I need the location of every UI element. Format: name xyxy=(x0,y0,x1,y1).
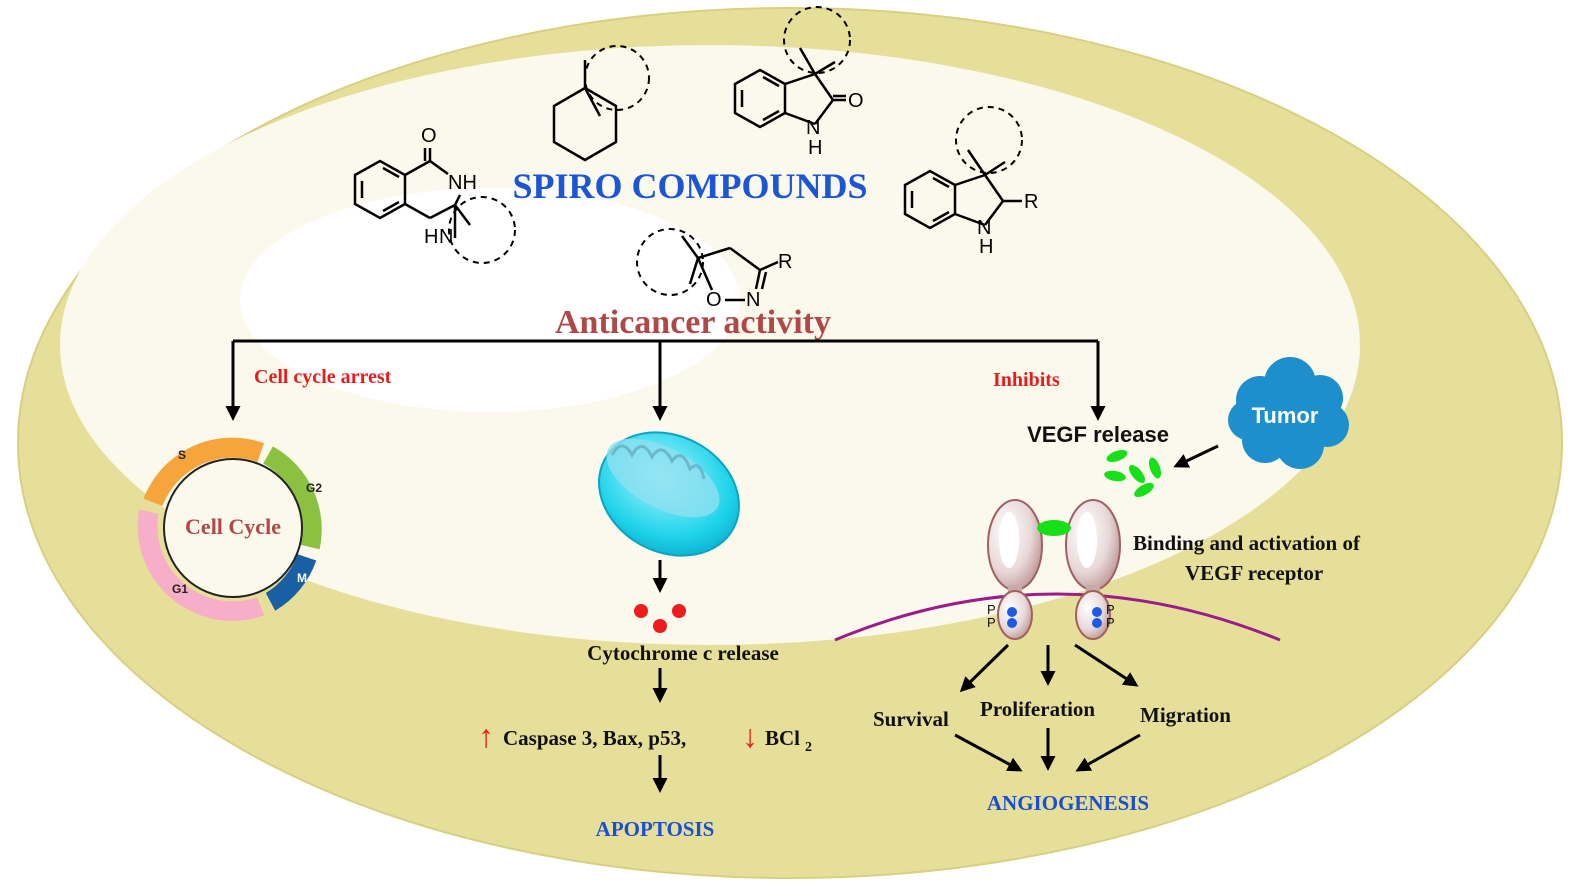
oxindole-n: N xyxy=(806,117,820,139)
phase-label-g1: G1 xyxy=(172,582,188,596)
isoxazoline-r: R xyxy=(778,251,792,273)
inhibits-label: Inhibits xyxy=(993,369,1060,391)
indoline-r: R xyxy=(1024,191,1038,213)
up-arrow-marker: ↑ xyxy=(478,718,494,754)
quinazolinone-nh: NH xyxy=(448,172,477,194)
isoxazoline-o: O xyxy=(706,289,722,311)
branch-connector xyxy=(225,339,1106,421)
phospho-label-1: P xyxy=(987,602,996,617)
phosphate-dots xyxy=(1007,607,1102,628)
apoptosis-outcome: APOPTOSIS xyxy=(596,817,715,841)
anticancer-activity-label: Anticancer activity xyxy=(555,304,831,341)
effect-migration: Migration xyxy=(1140,703,1231,727)
spiro-indoline-structure xyxy=(903,106,1023,230)
cell-cycle-wheel xyxy=(137,437,322,621)
spiro-quinazolinone-structure xyxy=(353,148,516,264)
indoline-n: N xyxy=(977,217,991,239)
upregulated-markers: Caspase 3, Bax, p53, xyxy=(503,726,686,750)
cytochrome-release-label: Cytochrome c release xyxy=(587,641,779,665)
spiro-isoxazoline-structure xyxy=(636,228,779,302)
diagram-title: SPIRO COMPOUNDS xyxy=(512,166,867,206)
phospho-label-2: P xyxy=(987,615,996,630)
phase-label-s: S xyxy=(178,448,186,462)
angiogenesis-outcome: ANGIOGENESIS xyxy=(987,791,1149,815)
cell-cycle-center-label: Cell Cycle xyxy=(185,514,281,539)
cell-membrane xyxy=(834,592,1281,642)
indoline-h: H xyxy=(979,236,993,258)
signaling-arrows xyxy=(954,643,1141,772)
isoxazoline-n: N xyxy=(746,289,760,311)
spiro-cyclohexane-structure xyxy=(552,45,650,162)
cytochrome-dots xyxy=(634,604,686,633)
tumor-to-vegf-arrow xyxy=(1173,444,1219,468)
spiro-oxindole-structure xyxy=(733,6,851,129)
inner-highlight xyxy=(240,188,740,412)
tumor-cloud-icon xyxy=(1228,357,1349,469)
bound-vegf-ligand xyxy=(1037,520,1071,536)
quinazolinone-h: H xyxy=(424,226,438,248)
phospho-label-4: P xyxy=(1106,615,1115,630)
oxindole-h: H xyxy=(808,137,822,159)
binding-label-line1: Binding and activation of xyxy=(1133,531,1361,555)
down-arrow-marker: ↓ xyxy=(742,718,758,754)
quinazolinone-o: O xyxy=(421,125,437,147)
tumor-label: Tumor xyxy=(1252,403,1319,428)
cell-cycle-phase-m xyxy=(265,554,317,611)
phospho-label-3: P xyxy=(1106,602,1115,617)
vegf-receptor-right xyxy=(1065,499,1121,640)
bcl2-label: BCl xyxy=(765,726,800,750)
cell-cycle-phase-g1 xyxy=(137,509,265,621)
effect-proliferation: Proliferation xyxy=(980,697,1095,721)
vegf-molecules xyxy=(1104,449,1162,497)
oxindole-carbonyl-o: O xyxy=(848,90,864,112)
cell-cycle-phase-s xyxy=(143,437,264,506)
vegf-release-label: VEGF release xyxy=(1027,422,1169,447)
effect-survival: Survival xyxy=(873,707,949,731)
phase-label-m: M xyxy=(297,571,307,585)
cell-cycle-arrest-label: Cell cycle arrest xyxy=(254,366,392,388)
phase-label-g2: G2 xyxy=(306,481,322,495)
quinazolinone-n: N xyxy=(439,226,453,248)
cell-cycle-phase-g2 xyxy=(263,446,322,550)
bcl2-subscript: 2 xyxy=(805,740,812,755)
mitochondrion-icon xyxy=(598,431,740,557)
binding-label-line2: VEGF receptor xyxy=(1185,561,1323,585)
